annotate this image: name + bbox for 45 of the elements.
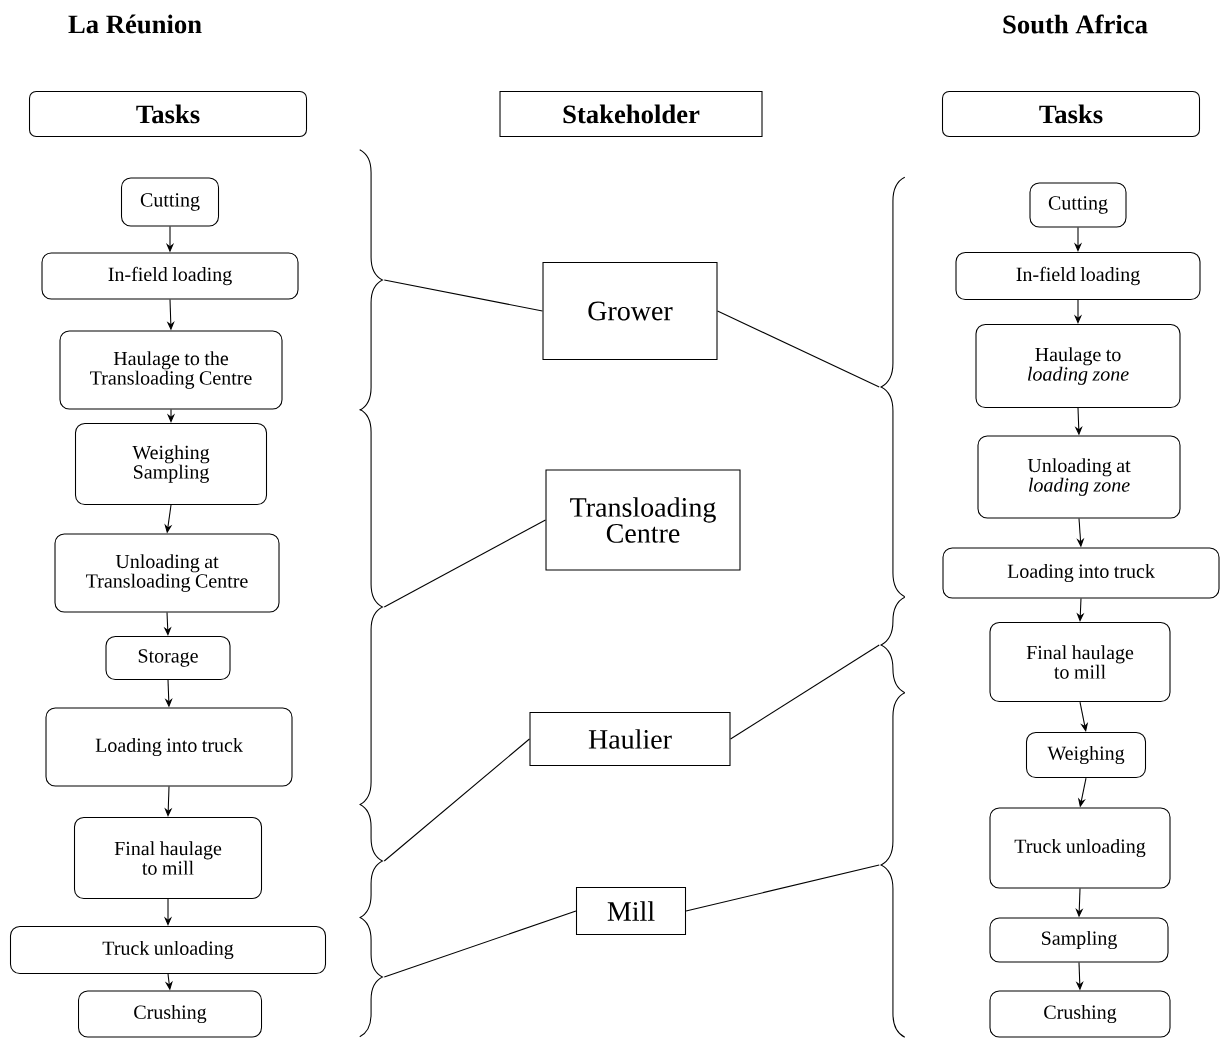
stakeholder-box: Haulier bbox=[529, 711, 731, 767]
task-box: Weighing bbox=[1025, 731, 1147, 779]
brace bbox=[880, 692, 906, 1038]
task-box: Weighing Sampling bbox=[74, 422, 268, 506]
stakeholder-box: Mill bbox=[575, 886, 687, 936]
connector-line bbox=[383, 738, 530, 862]
task-box: Crushing bbox=[77, 990, 263, 1038]
task-box: Loading into truck bbox=[45, 707, 293, 787]
stakeholder-box: Grower bbox=[542, 261, 718, 361]
task-box: Truck unloading bbox=[9, 925, 327, 975]
brace bbox=[880, 176, 906, 598]
brace bbox=[880, 596, 906, 694]
country-heading: La Réunion bbox=[68, 14, 202, 34]
task-box: Haulage to loading zone bbox=[975, 323, 1181, 409]
task-box: Sampling bbox=[989, 917, 1169, 963]
task-box: In-field loading bbox=[955, 251, 1201, 301]
connector-line bbox=[730, 644, 880, 740]
brace bbox=[359, 803, 383, 919]
task-box: Unloading at Transloading Centre bbox=[54, 533, 280, 613]
arrow bbox=[1079, 701, 1089, 732]
task-box: Storage bbox=[105, 635, 231, 681]
header-box: Tasks bbox=[28, 90, 308, 138]
brace bbox=[359, 916, 383, 1038]
header-box: Stakeholder bbox=[499, 90, 763, 138]
arrow bbox=[164, 786, 173, 817]
country-heading: South Africa bbox=[1003, 14, 1148, 34]
connector-line bbox=[383, 279, 543, 312]
connector-line bbox=[383, 910, 577, 978]
task-box: Cutting bbox=[120, 177, 220, 227]
brace bbox=[359, 149, 383, 411]
task-box: Final haulage to mill bbox=[73, 816, 263, 900]
task-box: Crushing bbox=[989, 990, 1171, 1038]
task-box: In-field loading bbox=[41, 252, 299, 300]
task-box: Unloading at loading zone bbox=[977, 435, 1181, 519]
connector-line bbox=[383, 519, 546, 608]
header-box: Tasks bbox=[941, 90, 1201, 138]
connector-line bbox=[685, 864, 880, 912]
task-box: Cutting bbox=[1029, 182, 1127, 228]
stakeholder-box: Transloading Centre bbox=[545, 469, 741, 571]
connector-line bbox=[717, 310, 880, 388]
task-box: Truck unloading bbox=[989, 807, 1171, 889]
task-box: Loading into truck bbox=[942, 547, 1220, 599]
task-box: Final haulage to mill bbox=[989, 621, 1171, 703]
brace bbox=[359, 408, 383, 806]
task-box: Haulage to the Transloading Centre bbox=[59, 330, 283, 410]
